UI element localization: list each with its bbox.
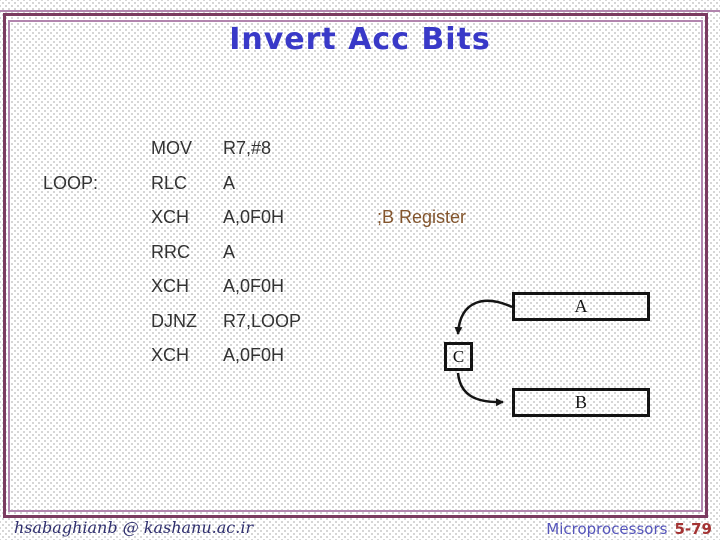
arrow-a-to-c <box>454 299 513 335</box>
code-mnemonic: RLC <box>151 172 188 193</box>
code-mnemonic: XCH <box>151 276 190 296</box>
code-operand: A,0F0H <box>223 207 285 227</box>
footer-page-number: 5-79 <box>674 520 712 538</box>
code-mnemonic: DJNZ <box>151 310 197 331</box>
carry-c-label: C <box>452 346 465 366</box>
code-operand: A <box>223 172 236 193</box>
footer-author-email: hsabaghianb @ kashanu.ac.ir <box>14 518 254 537</box>
arrow-c-to-b <box>456 372 504 407</box>
code-operand: A,0F0H <box>223 276 285 296</box>
code-comment: ;B Register <box>377 207 467 227</box>
code-mnemonic: RRC <box>151 241 190 262</box>
code-mnemonic: XCH <box>151 345 190 365</box>
code-operand: R7,LOOP <box>223 310 302 331</box>
slide-border-outer <box>3 13 708 518</box>
register-box-b: B <box>512 388 650 417</box>
register-b-label: B <box>574 392 587 412</box>
slide-title: Invert Acc Bits <box>229 22 491 57</box>
code-operand: A <box>223 241 236 262</box>
code-mnemonic: XCH <box>151 207 190 227</box>
code-operand: R7,#8 <box>223 138 272 158</box>
register-box-a: A <box>512 292 650 321</box>
code-operand: A,0F0H <box>223 345 285 365</box>
diagram-arrows <box>454 299 513 407</box>
footer-course-info: Microprocessors 5-79 <box>546 520 712 538</box>
carry-box-c: C <box>444 342 473 371</box>
code-label: LOOP: <box>43 172 99 193</box>
footer-course-name: Microprocessors <box>546 520 668 538</box>
frame-top-accent-line <box>0 10 720 12</box>
code-mnemonic: MOV <box>151 138 193 158</box>
slide-border-inner <box>8 20 703 512</box>
register-a-label: A <box>574 296 588 316</box>
